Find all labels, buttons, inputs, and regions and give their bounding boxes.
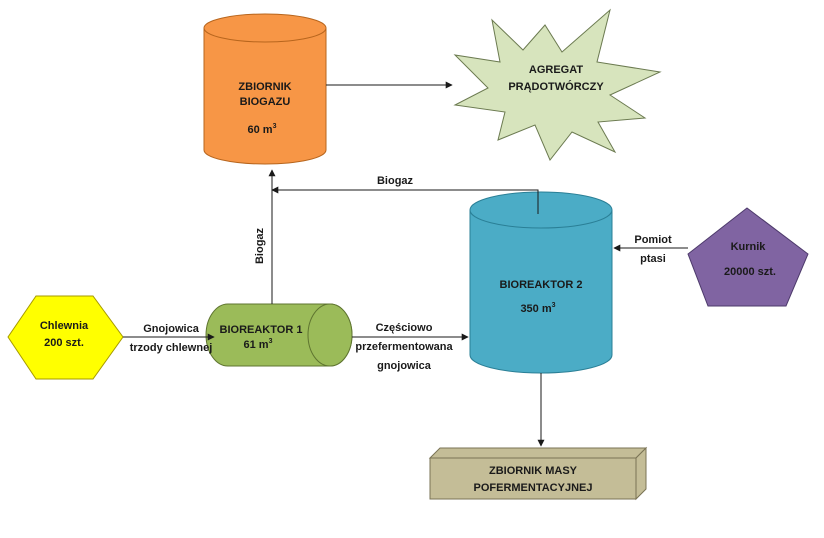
biogas-tank-volume: 60 m3: [248, 123, 277, 136]
edge-label-partial-2: przefermentowana: [355, 341, 453, 353]
bioreactor-1-volume: 61 m3: [244, 338, 273, 351]
biogas-tank-body: [203, 27, 327, 165]
generator-star-shape: [453, 8, 662, 161]
edge-label-slurry-1: Gnojowica: [143, 323, 200, 335]
digestate-tank-top-face: [428, 447, 648, 459]
bioreactor-1-label: BIOREAKTOR 1: [220, 324, 303, 336]
henhouse-label-2: 20000 szt.: [724, 266, 776, 278]
digestate-tank-node: ZBIORNIK MASY POFERMENTACYJNEJ: [428, 446, 648, 501]
henhouse-label-1: Kurnik: [731, 241, 767, 253]
bioreactor-2-label: BIOREAKTOR 2: [500, 279, 583, 291]
bioreactor-2-volume: 350 m3: [520, 302, 555, 315]
bioreactor-2-node: BIOREAKTOR 2 350 m3: [469, 191, 613, 374]
pigsty-label-2: 200 szt.: [44, 337, 84, 349]
pigsty-hexagon-shape: [7, 295, 124, 380]
generator-label-1: AGREGAT: [529, 64, 583, 76]
connectors: [123, 81, 688, 447]
pigsty-node: Chlewnia 200 szt.: [7, 295, 124, 380]
edge-label-manure-1: Pomiot: [634, 234, 672, 246]
bioreactor-1-node: BIOREAKTOR 1 61 m3: [205, 303, 353, 367]
edge-label-slurry-2: trzody chlewnej: [130, 342, 213, 354]
edge-label-partial-1: Częściowo: [376, 322, 433, 334]
bioreactor-1-end-cap: [307, 303, 353, 367]
digestate-tank-label-2: POFERMENTACYJNEJ: [474, 482, 593, 494]
edge-label-biogas-vertical: Biogaz: [254, 227, 266, 264]
digestate-tank-front-face: [429, 457, 637, 500]
edge-label-manure-2: ptasi: [640, 253, 666, 265]
pigsty-label-1: Chlewnia: [40, 320, 89, 332]
henhouse-pentagon-shape: [687, 207, 809, 307]
edge-label-biogas-top: Biogaz: [377, 175, 414, 187]
bioreactor-2-body: [469, 209, 613, 374]
biogas-tank-top: [203, 13, 327, 43]
digestate-tank-label-1: ZBIORNIK MASY: [489, 465, 578, 477]
biogas-tank-node: ZBIORNIK BIOGAZU 60 m3: [203, 13, 327, 165]
generator-label-2: PRĄDOTWÓRCZY: [508, 80, 604, 93]
bioreactor-2-top: [469, 191, 613, 229]
biogas-tank-label-2: BIOGAZU: [240, 96, 291, 108]
line-bioreactor-2-biogas: [271, 186, 539, 214]
henhouse-node: Kurnik 20000 szt.: [687, 207, 809, 307]
edge-label-partial-3: gnojowica: [377, 360, 432, 372]
biogas-tank-label-1: ZBIORNIK: [238, 81, 291, 93]
generator-node: AGREGAT PRĄDOTWÓRCZY: [453, 8, 662, 161]
